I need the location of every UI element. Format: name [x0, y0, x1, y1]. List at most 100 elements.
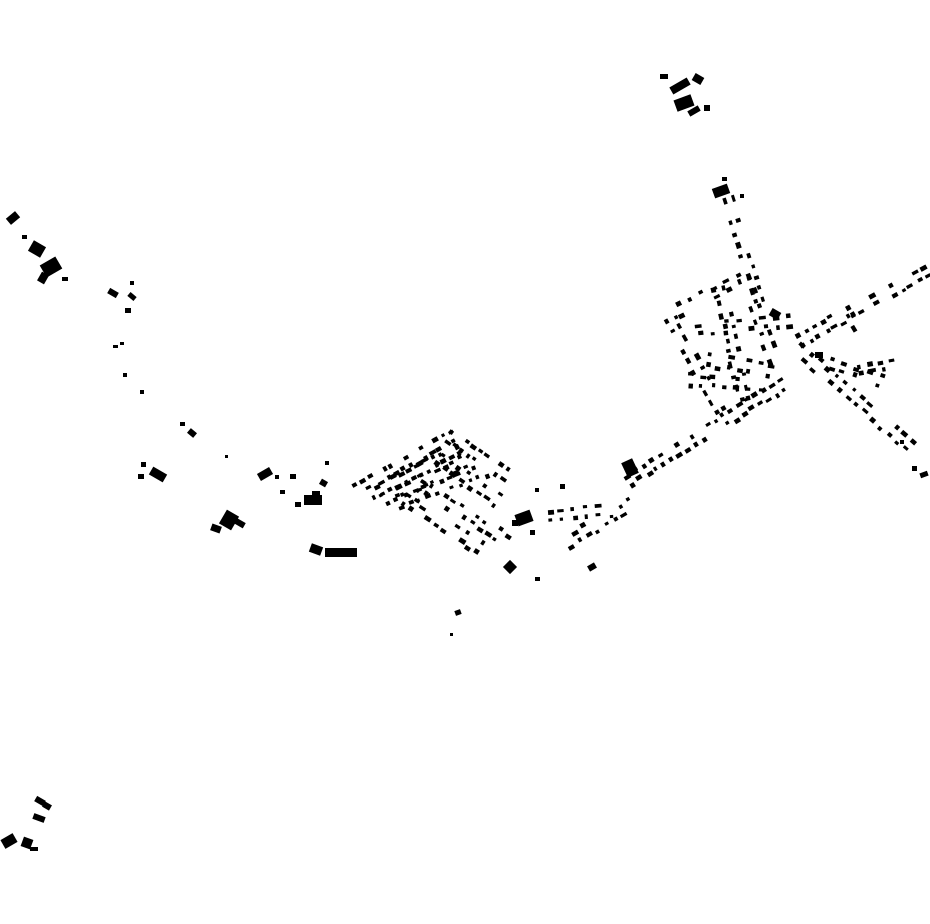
building: [483, 452, 491, 459]
building: [736, 278, 743, 285]
building: [621, 458, 639, 478]
building: [705, 421, 712, 427]
building: [725, 338, 731, 344]
building: [657, 452, 664, 458]
building: [463, 464, 469, 470]
building: [701, 436, 708, 443]
building: [325, 548, 357, 557]
building: [866, 401, 874, 408]
building: [659, 461, 666, 468]
building: [463, 544, 472, 552]
building: [125, 308, 131, 313]
building: [724, 420, 730, 426]
building: [480, 539, 486, 546]
building: [426, 469, 432, 475]
building: [571, 529, 580, 537]
building: [746, 358, 753, 363]
building: [418, 504, 427, 512]
building: [148, 466, 168, 483]
building: [876, 425, 883, 432]
building: [700, 375, 707, 380]
building: [838, 369, 845, 374]
building: [861, 407, 869, 415]
building: [747, 404, 755, 412]
building: [629, 481, 636, 489]
building: [872, 299, 880, 306]
building: [735, 272, 742, 279]
building: [808, 351, 816, 358]
building: [290, 474, 296, 479]
building: [138, 474, 144, 479]
building: [687, 105, 701, 117]
building: [275, 475, 279, 479]
building: [444, 439, 452, 446]
building: [745, 368, 751, 374]
building: [756, 303, 763, 309]
building: [758, 360, 764, 366]
building: [443, 493, 450, 500]
building: [481, 483, 488, 489]
building: [736, 318, 742, 323]
building: [402, 454, 410, 461]
building: [770, 340, 778, 349]
building: [481, 519, 487, 525]
building: [385, 500, 391, 507]
building: [911, 269, 919, 276]
building: [888, 358, 895, 363]
building: [702, 389, 709, 397]
building: [857, 308, 865, 315]
building: [567, 544, 576, 551]
building: [465, 453, 471, 459]
building: [476, 526, 484, 534]
building: [730, 375, 737, 380]
building: [630, 466, 639, 474]
building: [446, 475, 453, 481]
building: [820, 318, 828, 326]
building: [718, 313, 724, 321]
building: [365, 484, 372, 491]
building: [829, 356, 836, 362]
building: [901, 288, 907, 293]
building: [449, 485, 454, 490]
building: [852, 371, 858, 378]
building: [809, 338, 815, 344]
building: [726, 408, 734, 415]
building: [499, 475, 508, 483]
building: [877, 360, 884, 366]
building: [469, 519, 476, 525]
building: [691, 73, 705, 85]
building: [456, 454, 463, 460]
building: [130, 281, 134, 285]
building: [752, 286, 759, 294]
building: [410, 476, 416, 481]
building: [734, 384, 740, 392]
building: [842, 379, 848, 386]
building: [484, 473, 491, 480]
building: [623, 473, 632, 481]
building: [707, 399, 714, 407]
building: [909, 438, 918, 446]
building: [675, 451, 684, 459]
building: [709, 374, 716, 380]
building: [454, 523, 461, 530]
building: [673, 441, 681, 449]
building: [573, 515, 579, 521]
building: [868, 292, 877, 300]
building: [256, 467, 274, 481]
building: [740, 194, 744, 198]
building: [382, 465, 388, 472]
building: [687, 371, 694, 376]
building: [37, 271, 49, 285]
building: [775, 325, 780, 331]
building-footprints: [0, 73, 930, 851]
building: [604, 521, 610, 526]
building: [905, 283, 914, 290]
building: [452, 442, 459, 448]
building: [840, 320, 848, 327]
building: [594, 529, 600, 535]
building: [758, 388, 763, 392]
building: [386, 486, 393, 493]
building: [618, 504, 624, 510]
building: [497, 491, 504, 497]
building: [466, 485, 474, 493]
